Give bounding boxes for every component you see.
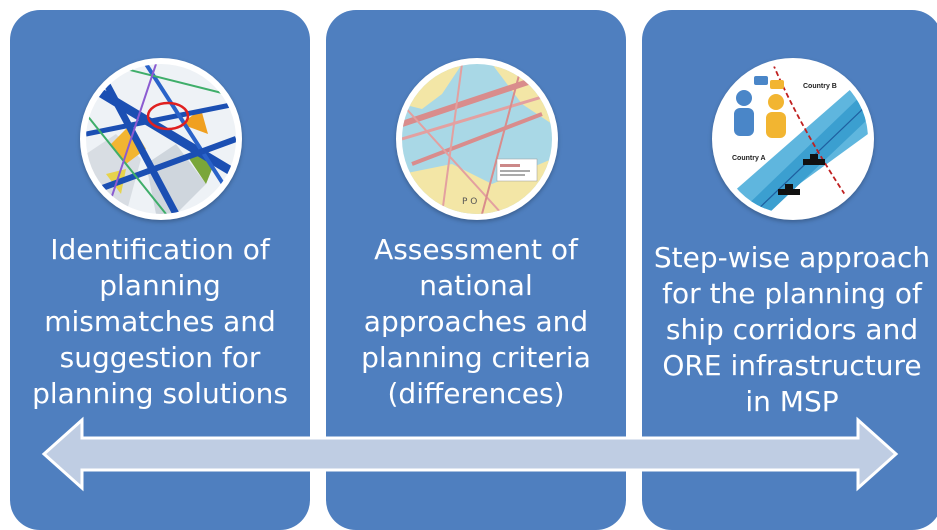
cross-border-corridor-icon: Country B Country A — [712, 58, 874, 220]
map-mismatch-icon — [80, 58, 242, 220]
panel-caption: Assessment of national approaches and pl… — [361, 233, 591, 410]
panel-assessment: P O Assessment of national approaches an… — [326, 10, 626, 530]
panel-stepwise: Country B Country A Step-wise approach f… — [642, 10, 937, 530]
ship-density-map-icon: P O — [396, 58, 558, 220]
country-b-label: Country B — [803, 83, 837, 90]
panel-caption: Step-wise approach for the planning of s… — [653, 241, 931, 418]
panel-identification: Identification of planning mismatches an… — [10, 10, 310, 530]
svg-text:P O: P O — [462, 197, 477, 207]
country-a-label: Country A — [732, 155, 766, 162]
panel-caption: Identification of planning mismatches an… — [32, 233, 288, 410]
